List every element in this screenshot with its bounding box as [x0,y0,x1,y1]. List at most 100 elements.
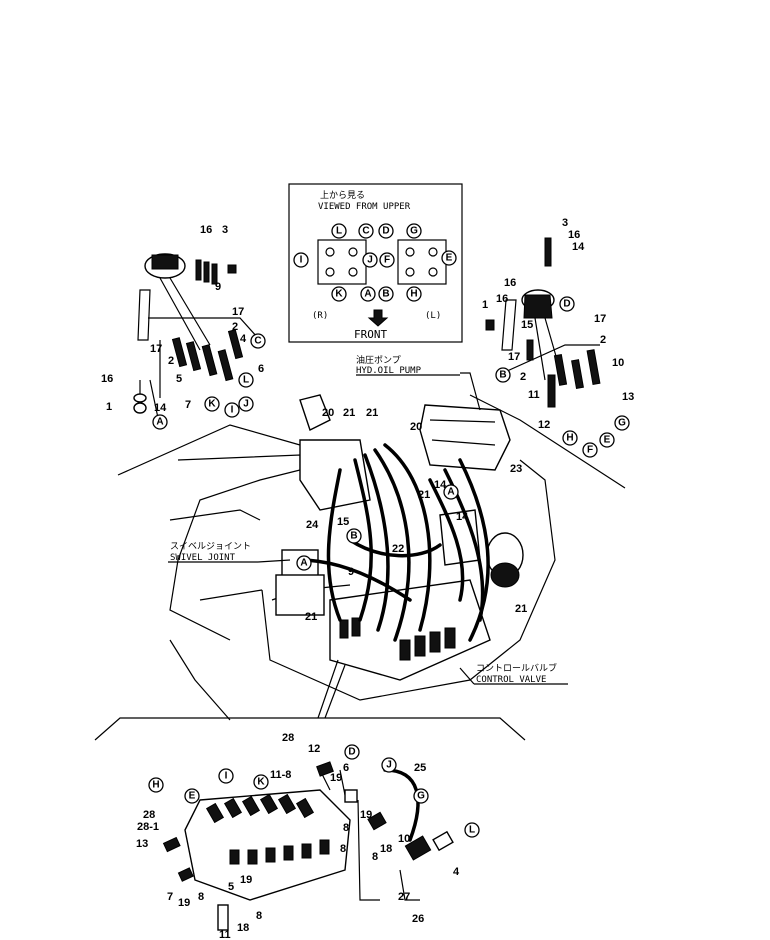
valve-detail-part-25: 26 [412,913,424,925]
valve-detail-part-1: 12 [308,743,320,755]
valve-detail-part-24: 27 [398,891,410,903]
right-lever-part-0: 3 [562,217,568,229]
left-lever-part-11: 16 [101,373,113,385]
svg-text:L: L [469,825,475,836]
right-lever-port-1: B [495,367,511,383]
valve-detail-port-2: E [184,788,200,804]
svg-text:C: C [254,336,261,347]
svg-text:I: I [231,405,234,416]
valve-detail-part-20: 18 [237,922,249,934]
control-valve-label-jp: コントロールバルブ [476,662,557,674]
left-lever-part-12: 14 [154,402,167,414]
left-lever-part-7: 4 [240,333,247,345]
svg-text:K: K [208,399,216,410]
main-part-5: 14 [434,479,447,491]
valve-detail-port-3: K [253,774,269,790]
svg-text:B: B [350,531,357,542]
svg-text:A: A [300,558,307,569]
right-lever-part-7: 17 [594,313,606,325]
valve-detail-port-1: I [218,768,234,784]
left-lever-port-1: L [238,372,254,388]
right-lever-part-3: 16 [504,277,516,289]
main-part-11: 9 [348,566,354,578]
inset-port-top-1: C [358,223,374,239]
hyd-pump-label-jp: 油圧ポンプ [356,354,401,366]
left-lever-part-9: 6 [258,363,264,375]
svg-text:D: D [348,747,355,758]
inset-port-bottom-3: H [406,286,422,302]
left-lever-part-6: 2 [168,355,174,367]
left-lever-part-10: 7 [185,399,191,411]
valve-detail-part-8: 8 [340,843,346,855]
inset-port-top-3: G [406,223,422,239]
valve-detail-part-18: 5 [228,881,234,893]
left-lever-port-2: K [204,396,220,412]
valve-detail-part-13: 28-1 [137,821,159,833]
left-lever-port-0: C [250,333,266,349]
svg-text:L: L [336,226,342,237]
inset-front-label: FRONT [354,328,387,341]
left-lever-part-13: 1 [106,401,112,413]
left-lever-part-0: 16 [200,224,212,236]
right-lever-part-12: 11 [528,389,540,401]
right-lever-part-8: 2 [600,334,606,346]
main-part-3: 20 [410,421,422,433]
left-valve-body-top-view [397,239,447,285]
left-lever-port-4: J [238,396,254,412]
valve-detail-part-7: 19 [360,809,372,821]
right-lever-part-1: 16 [568,229,580,241]
valve-detail-part-5: 8 [343,822,349,834]
right-lever-part-6: 15 [521,319,533,331]
right-lever-part-10: 17 [508,351,520,363]
svg-text:J: J [386,760,392,771]
svg-text:A: A [447,487,454,498]
main-port-1: B [346,528,362,544]
right-lever-port-4: E [599,432,615,448]
valve-detail-part-11: 8 [372,851,378,863]
svg-text:I: I [300,255,303,266]
pilot-hoses [298,443,490,642]
inset-port-bottom-2: B [378,286,394,302]
control-valve-detail [162,761,454,931]
svg-text:G: G [417,791,425,802]
right-pilot-lever-assembly [485,237,601,408]
valve-detail-part-2: 6 [343,762,349,774]
main-part-12: 22 [392,543,404,555]
control-valve-block [329,579,491,681]
left-lever-part-8: 5 [176,373,182,385]
inset-port-mid-right: E [441,250,457,266]
valve-detail-port-6: G [413,788,429,804]
svg-text:A: A [156,417,163,428]
left-pilot-lever-assembly [133,253,259,419]
valve-detail-part-14: 13 [136,838,148,850]
valve-detail-part-21: 8 [256,910,262,922]
valve-detail-part-16: 19 [178,897,190,909]
right-lever-part-14: 12 [538,419,550,431]
right-lever-part-4: 1 [482,299,488,311]
right-lever-port-2: H [562,430,578,446]
right-lever-part-2: 14 [572,241,585,253]
left-lever-part-4: 2 [232,321,238,333]
valve-detail-port-4: D [344,744,360,760]
hyd-pump-label-en: HYD.OIL PUMP [356,366,422,376]
main-part-10: 15 [337,516,349,528]
right-lever-port-3: F [582,442,598,458]
right-lever-port-5: G [614,415,630,431]
main-part-0: 20 [322,407,334,419]
upper-structure-body [169,394,556,721]
svg-text:G: G [410,226,418,237]
main-port-0: A [443,484,459,500]
right-valve-body-top-view [317,239,367,285]
svg-text:D: D [382,226,389,237]
svg-text:J: J [243,399,249,410]
main-part-8: 21 [515,603,527,615]
svg-text:E: E [189,791,196,802]
svg-text:I: I [225,771,228,782]
inset-port-bottom-1: A [360,286,376,302]
inset-viewed-from-upper: 上から見る VIEWED FROM UPPER (R) (L) FRONT [288,183,463,343]
valve-detail-part-6: 25 [414,762,426,774]
left-lever-port-5: A [152,414,168,430]
